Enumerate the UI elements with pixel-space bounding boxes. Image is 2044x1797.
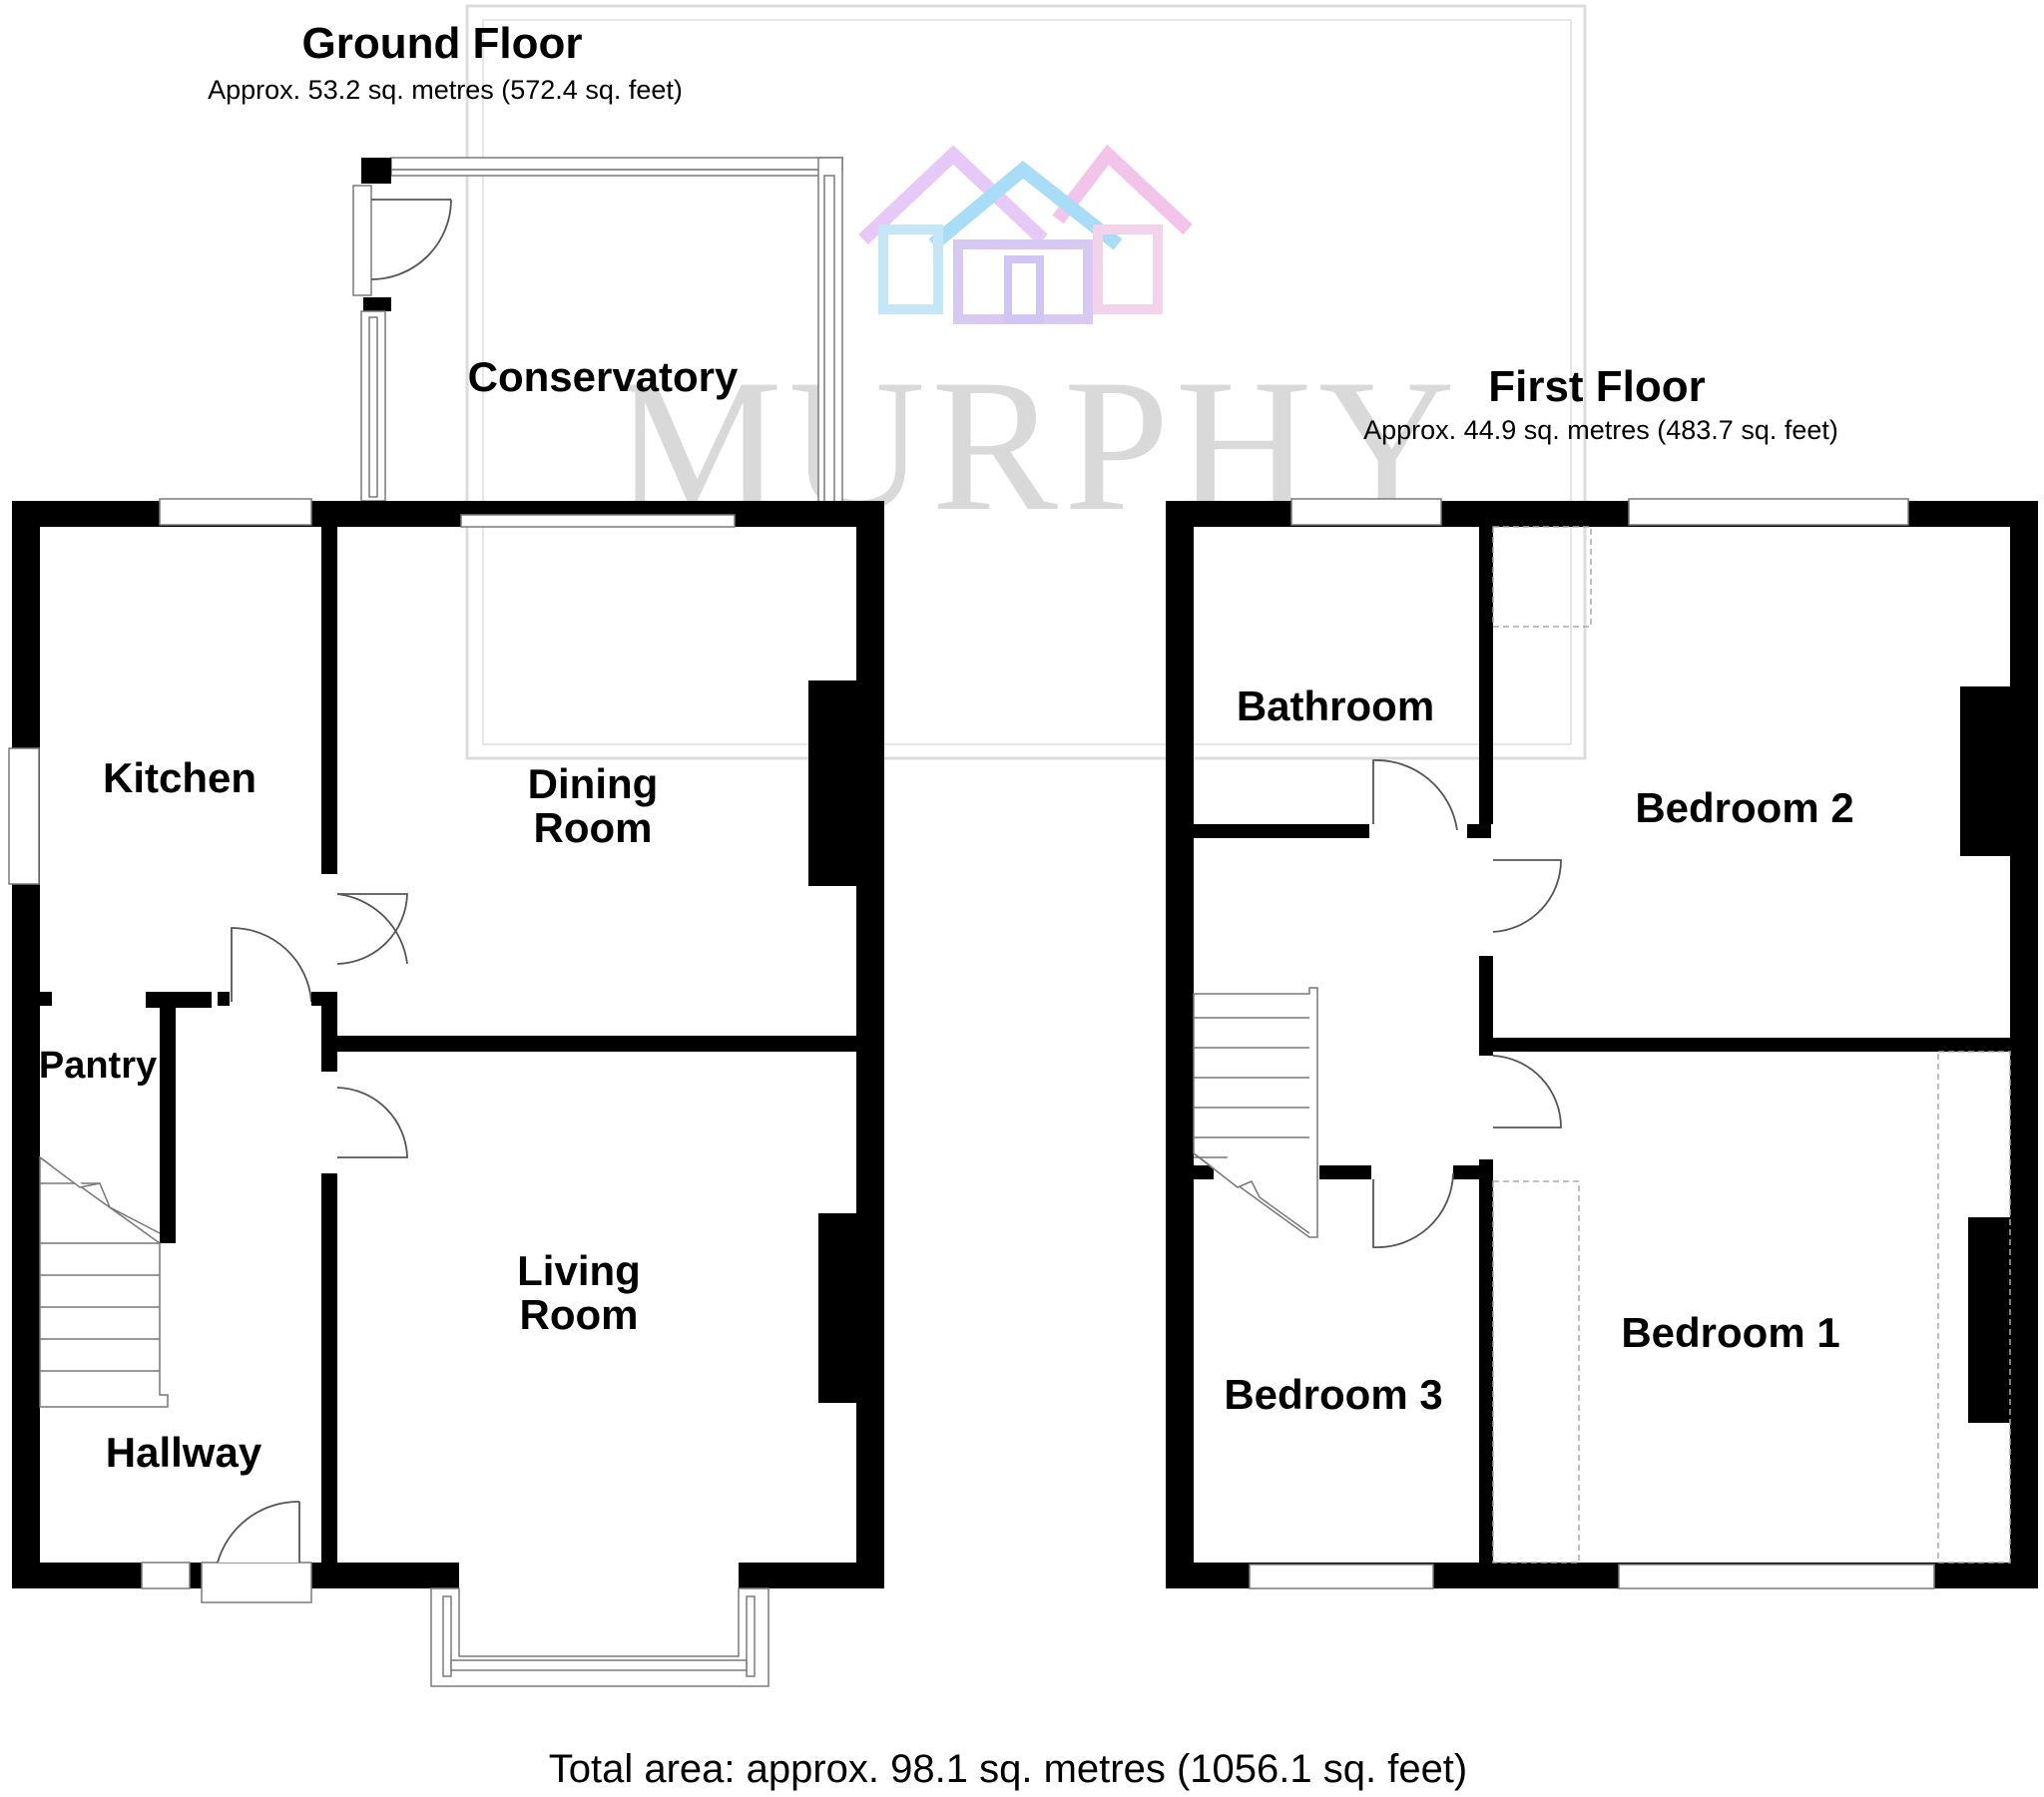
first-floor-title: First Floor [1488, 362, 1706, 411]
first-floor-area: Approx. 44.9 sq. metres (483.7 sq. feet) [1363, 415, 1838, 445]
room-label-bedroom2: Bedroom 2 [1635, 784, 1853, 831]
bedroom1-window [1618, 1564, 1935, 1589]
room-label-bathroom: Bathroom [1237, 682, 1434, 729]
room-label-bedroom1: Bedroom 1 [1621, 1309, 1839, 1356]
bedroom1-wardrobe-right [1937, 1051, 2011, 1564]
front-door [201, 1562, 312, 1603]
bedroom2-wardrobe [1492, 526, 1592, 628]
kitchen-side-window [8, 747, 40, 885]
first-staircase [1193, 987, 1318, 1238]
room-label-bedroom3: Bedroom 3 [1224, 1371, 1442, 1418]
ground-floor-title: Ground Floor [301, 19, 582, 68]
kitchen-window [159, 498, 312, 526]
room-label-living-line2: Room [520, 1291, 639, 1338]
ground-floor-plan: Conservatory Kitchen Dining Room Pantry … [8, 157, 884, 1687]
room-label-kitchen: Kitchen [103, 754, 256, 801]
bedroom1-wardrobe-left [1492, 1180, 1580, 1564]
ground-floor-area: Approx. 53.2 sq. metres (572.4 sq. feet) [208, 75, 683, 105]
hallway-small-window [141, 1562, 191, 1589]
room-label-conservatory: Conservatory [468, 353, 739, 400]
three-houses-logo-icon [858, 144, 1193, 324]
bedroom2-window [1628, 498, 1909, 526]
room-label-hallway: Hallway [106, 1429, 262, 1476]
bedroom3-window [1249, 1564, 1434, 1589]
first-floor-plan: Bathroom Bedroom 2 Bedroom 3 Bedroom 1 [1166, 498, 2038, 1589]
room-label-pantry: Pantry [39, 1045, 157, 1087]
room-label-dining-line2: Room [534, 804, 653, 851]
living-room-bay-window [430, 1563, 769, 1687]
conservatory-sliding-door [460, 514, 736, 528]
bathroom-window [1290, 498, 1442, 526]
ground-staircase [39, 1155, 169, 1408]
room-label-dining-line1: Dining [528, 760, 659, 807]
total-area-text: Total area: approx. 98.1 sq. metres (105… [549, 1747, 1468, 1791]
room-label-living-line1: Living [517, 1247, 641, 1294]
